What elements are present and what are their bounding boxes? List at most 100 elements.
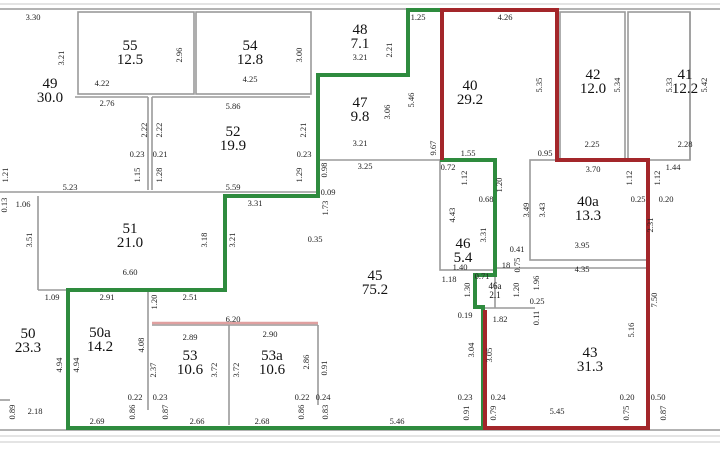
dimension-label: 2.69 bbox=[90, 416, 105, 426]
room-number: 48 bbox=[353, 22, 368, 38]
dimension-label: 2.18 bbox=[28, 406, 43, 416]
walls bbox=[0, 3, 720, 443]
dimension-label: 2.28 bbox=[678, 139, 693, 149]
dimension-label: 2.21 bbox=[298, 123, 308, 138]
dimension-label: 2.96 bbox=[174, 48, 184, 63]
dimension-label: 0.20 bbox=[620, 392, 635, 402]
dimension-label: 0.50 bbox=[651, 392, 666, 402]
room-number: 53a bbox=[261, 348, 283, 364]
dimension-label: 2.66 bbox=[190, 416, 205, 426]
dimension-label: 0.20 bbox=[659, 194, 674, 204]
dimension-label: 0.23 bbox=[130, 149, 145, 159]
room-number: 47 bbox=[353, 95, 369, 111]
dimension-label: 1.30 bbox=[462, 283, 472, 298]
dimension-label: 0.19 bbox=[458, 310, 473, 320]
dimension-label: 2.76 bbox=[100, 98, 115, 108]
dimension-label: 0.41 bbox=[510, 244, 525, 254]
room-area: 2.1 bbox=[489, 290, 500, 300]
dimension-label: 3.31 bbox=[478, 228, 488, 243]
dimension-label: 4.94 bbox=[54, 357, 64, 373]
dimension-label: 5.35 bbox=[534, 78, 544, 93]
dimension-label: 0.24 bbox=[491, 392, 507, 402]
room-48: 487.1 bbox=[351, 22, 370, 52]
room-labels: 5512.55412.8487.1479.84930.05219.94029.2… bbox=[15, 22, 698, 378]
room-area: 75.2 bbox=[362, 282, 388, 298]
dimension-label: 2.21 bbox=[384, 43, 394, 58]
dimension-label: 4.94 bbox=[71, 357, 81, 373]
dimension-label: 0.86 bbox=[127, 405, 137, 420]
room-number: 50a bbox=[89, 325, 111, 341]
dimension-label: 2.51 bbox=[183, 292, 198, 302]
room-area: 30.0 bbox=[37, 90, 63, 106]
dimension-label: 1.20 bbox=[494, 178, 504, 193]
dimension-label: 0.87 bbox=[160, 405, 170, 420]
dimension-label: 3.06 bbox=[382, 105, 392, 120]
dimension-label: 1.25 bbox=[411, 12, 426, 22]
dimension-label: 18 bbox=[502, 260, 511, 270]
room-area: 31.3 bbox=[577, 359, 603, 375]
room-number: 46a bbox=[489, 281, 502, 291]
dimension-label: 5.59 bbox=[226, 182, 241, 192]
dimension-label: 3.72 bbox=[209, 363, 219, 378]
dimension-label: 3.72 bbox=[231, 363, 241, 378]
room-number: 41 bbox=[678, 67, 693, 83]
dimension-label: 0.68 bbox=[479, 194, 494, 204]
dimension-label: 0.23 bbox=[297, 149, 312, 159]
dimension-label: 0.79 bbox=[488, 406, 498, 421]
dimension-label: 3.21 bbox=[353, 138, 368, 148]
dimension-label: 5.23 bbox=[63, 182, 78, 192]
dimension-label: 3.49 bbox=[521, 203, 531, 218]
dimension-label: 2.31 bbox=[645, 218, 655, 233]
dimension-label: 2.22 bbox=[139, 123, 149, 138]
dimension-label: 4.26 bbox=[498, 12, 513, 22]
dimension-label: 3.51 bbox=[24, 233, 34, 248]
dimension-label: 0.25 bbox=[631, 194, 646, 204]
dimension-label: 0.91 bbox=[461, 406, 471, 421]
dimension-label: 0.95 bbox=[538, 148, 553, 158]
dimension-label: 1.06 bbox=[16, 199, 31, 209]
dimension-label: 0.25 bbox=[530, 296, 545, 306]
dimension-label: 0.91 bbox=[319, 361, 329, 376]
dimension-label: 0.87 bbox=[658, 406, 668, 421]
dimension-label: 0.83 bbox=[320, 405, 330, 420]
dimension-label: 0.24 bbox=[316, 392, 332, 402]
dimension-label: 1.20 bbox=[511, 283, 521, 298]
dimension-label: 0.75 bbox=[621, 406, 631, 421]
dimension-label: 0.13 bbox=[0, 198, 9, 213]
dimension-label: 5.33 bbox=[664, 78, 674, 93]
room-area: 19.9 bbox=[220, 138, 246, 154]
dimension-label: 3.70 bbox=[586, 164, 601, 174]
dimension-label: 1.96 bbox=[531, 276, 541, 291]
dimension-label: 0.71 bbox=[475, 271, 490, 281]
dimension-label: 1.09 bbox=[45, 292, 60, 302]
room-number: 40 bbox=[463, 78, 478, 94]
room-area: 13.3 bbox=[575, 208, 601, 224]
dimension-label: 9.67 bbox=[428, 141, 438, 156]
dimension-label: 0.09 bbox=[321, 187, 336, 197]
dimension-label: 2.90 bbox=[263, 329, 278, 339]
dimension-label: 0.72 bbox=[441, 162, 456, 172]
dimension-label: 1.18 bbox=[442, 274, 457, 284]
room-area: 12.2 bbox=[672, 81, 698, 97]
dimension-label: 5.42 bbox=[699, 78, 709, 93]
dimension-label: 6.60 bbox=[123, 267, 138, 277]
dimension-label: 2.25 bbox=[585, 139, 600, 149]
dimension-label: 5.46 bbox=[390, 416, 405, 426]
dimension-label: 3.21 bbox=[56, 51, 66, 66]
dimension-label: 1.82 bbox=[493, 314, 508, 324]
room-area: 12.8 bbox=[237, 52, 263, 68]
dimension-label: 3.05 bbox=[484, 348, 494, 363]
dimension-label: 1.44 bbox=[666, 162, 682, 172]
dimension-label: 5.16 bbox=[626, 323, 636, 338]
dimension-label: 4.25 bbox=[243, 74, 258, 84]
